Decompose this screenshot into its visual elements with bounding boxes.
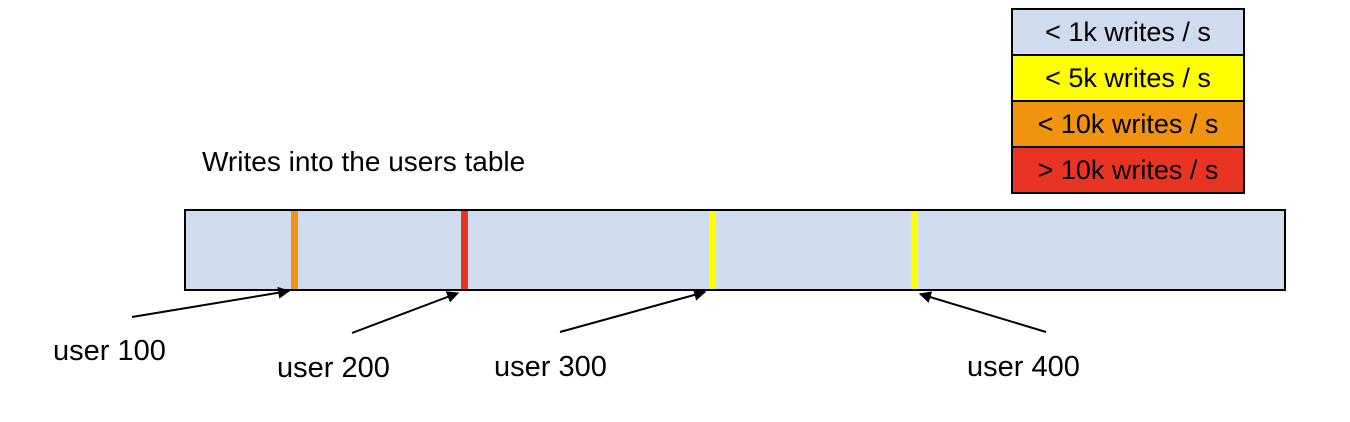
diagram-title: Writes into the users table (202, 146, 526, 177)
write-hotspot-user-100 (291, 211, 298, 289)
legend-item-lt-5k: < 5k writes / s (1011, 54, 1245, 102)
legend-item-label: < 1k writes / s (1045, 16, 1211, 47)
label-user-200: user 200 (277, 352, 390, 384)
legend-item-lt-10k: < 10k writes / s (1011, 100, 1245, 148)
arrow-user-100 (131, 286, 291, 318)
label-user-400: user 400 (967, 351, 1080, 383)
arrow-user-400 (918, 291, 1047, 333)
write-hotspot-user-200 (461, 211, 468, 289)
write-hotspot-user-300 (709, 211, 716, 289)
users-table-bar (184, 209, 1286, 291)
arrow-user-300 (559, 289, 707, 333)
label-user-100: user 100 (53, 335, 166, 367)
arrow-user-200 (351, 291, 460, 334)
legend: < 1k writes / s < 5k writes / s < 10k wr… (1011, 8, 1245, 194)
legend-item-label: < 5k writes / s (1045, 62, 1211, 93)
legend-item-gt-10k: > 10k writes / s (1011, 146, 1245, 194)
legend-item-lt-1k: < 1k writes / s (1011, 8, 1245, 56)
legend-item-label: > 10k writes / s (1037, 154, 1219, 185)
legend-item-label: < 10k writes / s (1037, 108, 1219, 139)
write-hotspot-user-400 (911, 211, 918, 289)
label-user-300: user 300 (494, 351, 607, 383)
